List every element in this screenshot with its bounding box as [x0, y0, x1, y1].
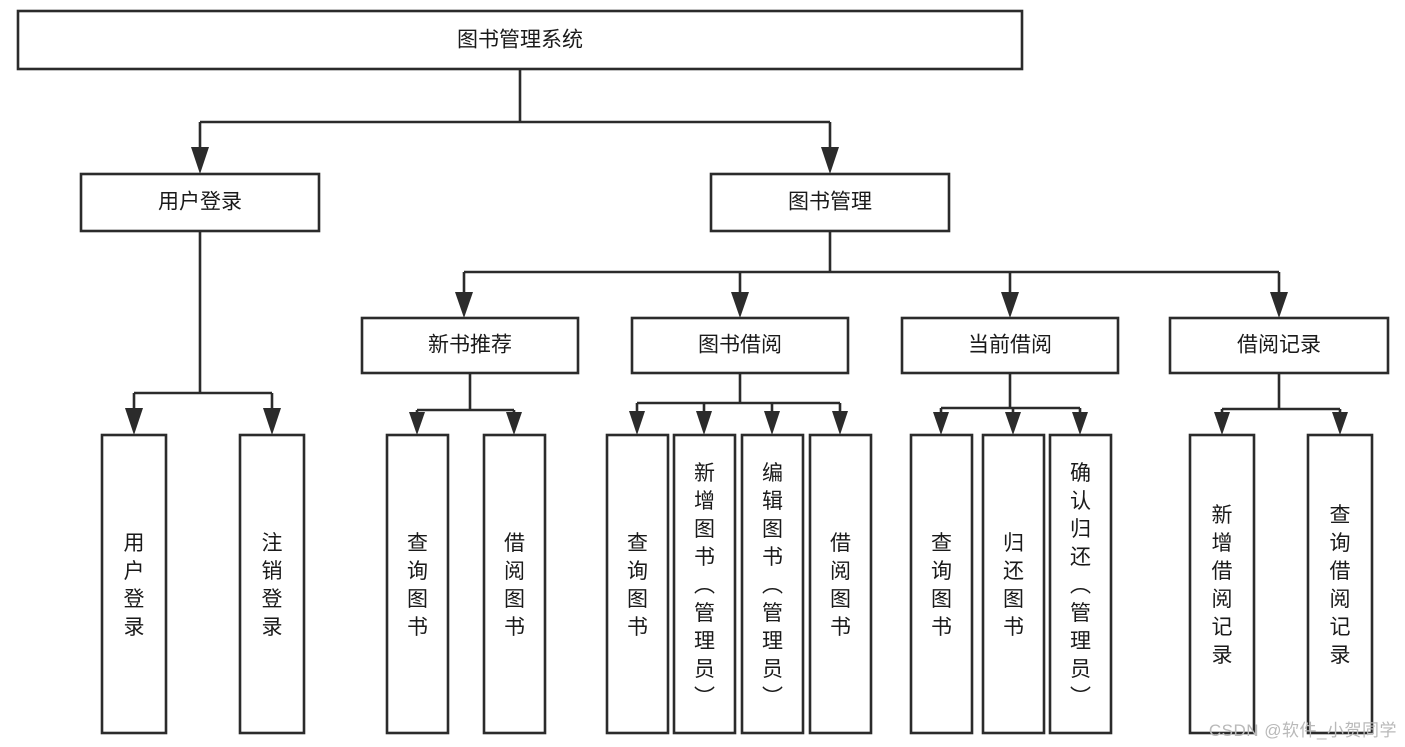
leaf-node-label: 新增借阅记录 — [1212, 504, 1233, 667]
node-root-system-label: 图书管理系统 — [457, 29, 583, 52]
leaf-node[interactable]: 确认归还︵管理员︶ — [1048, 433, 1113, 735]
leaf-node-box[interactable] — [1188, 433, 1256, 735]
leaf-node-label: 用户登录 — [124, 532, 145, 639]
arrow-head-leaf-return-book — [1005, 412, 1021, 435]
leaf-node-box[interactable] — [100, 433, 168, 735]
leaf-node-box[interactable] — [808, 433, 873, 735]
arrow-head-borrowrecord — [1270, 292, 1288, 318]
node-new-book-recommend-label: 新书推荐 — [428, 334, 512, 357]
node-book-manage-label: 图书管理 — [788, 191, 872, 214]
leaf-node-box[interactable] — [605, 433, 670, 735]
leaf-node-label: 借阅图书 — [830, 532, 851, 639]
arrow-head-leaf-edit-book — [764, 411, 780, 435]
node-current-borrow[interactable]: 当前借阅 — [900, 316, 1120, 375]
leaf-node-box[interactable] — [740, 433, 805, 735]
leaf-node[interactable]: 查询图书 — [605, 433, 670, 735]
leaf-node[interactable]: 查询借阅记录 — [1306, 433, 1374, 735]
arrow-head-leaf-logout — [263, 408, 281, 435]
node-borrow-record-box[interactable] — [1168, 316, 1390, 375]
node-new-book-recommend-box[interactable] — [360, 316, 580, 375]
leaf-node-label: 查询图书 — [931, 532, 952, 639]
leaf-node[interactable]: 编辑图书︵管理员︶ — [740, 433, 805, 735]
leaf-node-label: 注销登录 — [262, 532, 283, 639]
arrow-head-bookborrow — [731, 292, 749, 318]
node-book-borrow[interactable]: 图书借阅 — [630, 316, 850, 375]
connector-group-currentborrow — [933, 373, 1088, 435]
leaf-node-box[interactable] — [1306, 433, 1374, 735]
leaf-node[interactable]: 借阅图书 — [482, 433, 547, 735]
arrow-head-leaf-confirm-return — [1072, 412, 1088, 435]
arrow-head-leaf-query-record — [1332, 412, 1348, 435]
leaf-node-label: 借阅图书 — [504, 532, 525, 639]
connector-group-bookborrow — [629, 373, 848, 435]
leaf-node-box[interactable] — [909, 433, 974, 735]
leaf-node[interactable]: 用户登录 — [100, 433, 168, 735]
arrow-head-leaf-borrow-book-1 — [506, 412, 522, 435]
connector-group-bookmanage — [455, 231, 1288, 318]
node-root-system[interactable]: 图书管理系统 — [16, 9, 1024, 71]
arrow-head-newbookrec — [455, 292, 473, 318]
leaf-node[interactable]: 归还图书 — [981, 433, 1046, 735]
node-user-login-box[interactable] — [79, 172, 321, 233]
arrow-head-leaf-borrow-book-2 — [832, 411, 848, 435]
leaf-node-box[interactable] — [1048, 433, 1113, 735]
leaf-node-box[interactable] — [482, 433, 547, 735]
arrow-head-bookmanage — [821, 147, 839, 174]
leaf-node[interactable]: 新增借阅记录 — [1188, 433, 1256, 735]
node-book-borrow-box[interactable] — [630, 316, 850, 375]
leaf-node-layer: 用户登录 注销登录 查询图书 借阅图书 查询图书 新增图书︵管理员︶ 编辑图书︵管理员︶ 借阅… — [100, 433, 1374, 735]
leaf-node-label: 新增图书︵管理员︶ — [694, 462, 715, 709]
connector-group-newbookrec — [409, 373, 522, 435]
node-book-manage[interactable]: 图书管理 — [709, 172, 951, 233]
leaf-node-label: 归还图书 — [1003, 532, 1024, 639]
leaf-node-box[interactable] — [672, 433, 737, 735]
leaf-node[interactable]: 借阅图书 — [808, 433, 873, 735]
arrow-head-currentborrow — [1001, 292, 1019, 318]
node-root-system-box[interactable] — [16, 9, 1024, 71]
leaf-node-label: 确认归还︵管理员︶ — [1070, 462, 1091, 709]
arrow-head-userlogin — [191, 147, 209, 174]
arrow-head-leaf-add-book — [696, 411, 712, 435]
leaf-node-box[interactable] — [385, 433, 450, 735]
leaf-node-label: 查询图书 — [627, 532, 648, 639]
arrow-head-leaf-query-book-1 — [409, 412, 425, 435]
leaf-node-label: 查询借阅记录 — [1330, 504, 1351, 667]
leaf-node-box[interactable] — [238, 433, 306, 735]
leaf-node-box[interactable] — [981, 433, 1046, 735]
leaf-node[interactable]: 查询图书 — [385, 433, 450, 735]
arrow-head-leaf-user-login — [125, 408, 143, 435]
node-book-manage-box[interactable] — [709, 172, 951, 233]
csdn-watermark: CSDN @软件_小贺同学 — [1208, 721, 1397, 740]
arrow-head-leaf-query-book-2 — [629, 411, 645, 435]
leaf-node[interactable]: 查询图书 — [909, 433, 974, 735]
node-user-login[interactable]: 用户登录 — [79, 172, 321, 233]
leaf-node-label: 查询图书 — [407, 532, 428, 639]
node-user-login-label: 用户登录 — [158, 191, 242, 214]
connector-group-borrowrecord — [1214, 373, 1348, 435]
leaf-node[interactable]: 新增图书︵管理员︶ — [672, 433, 737, 735]
connector-group-userlogin — [125, 231, 281, 435]
node-new-book-recommend[interactable]: 新书推荐 — [360, 316, 580, 375]
node-borrow-record[interactable]: 借阅记录 — [1168, 316, 1390, 375]
leaf-node[interactable]: 注销登录 — [238, 433, 306, 735]
leaf-node-label: 编辑图书︵管理员︶ — [762, 462, 783, 709]
connector-group-root — [191, 69, 839, 174]
node-borrow-record-label: 借阅记录 — [1237, 334, 1321, 357]
node-book-borrow-label: 图书借阅 — [698, 334, 782, 357]
arrow-head-leaf-query-book-3 — [933, 412, 949, 435]
node-current-borrow-label: 当前借阅 — [968, 334, 1052, 357]
arrow-head-leaf-add-record — [1214, 412, 1230, 435]
node-current-borrow-box[interactable] — [900, 316, 1120, 375]
